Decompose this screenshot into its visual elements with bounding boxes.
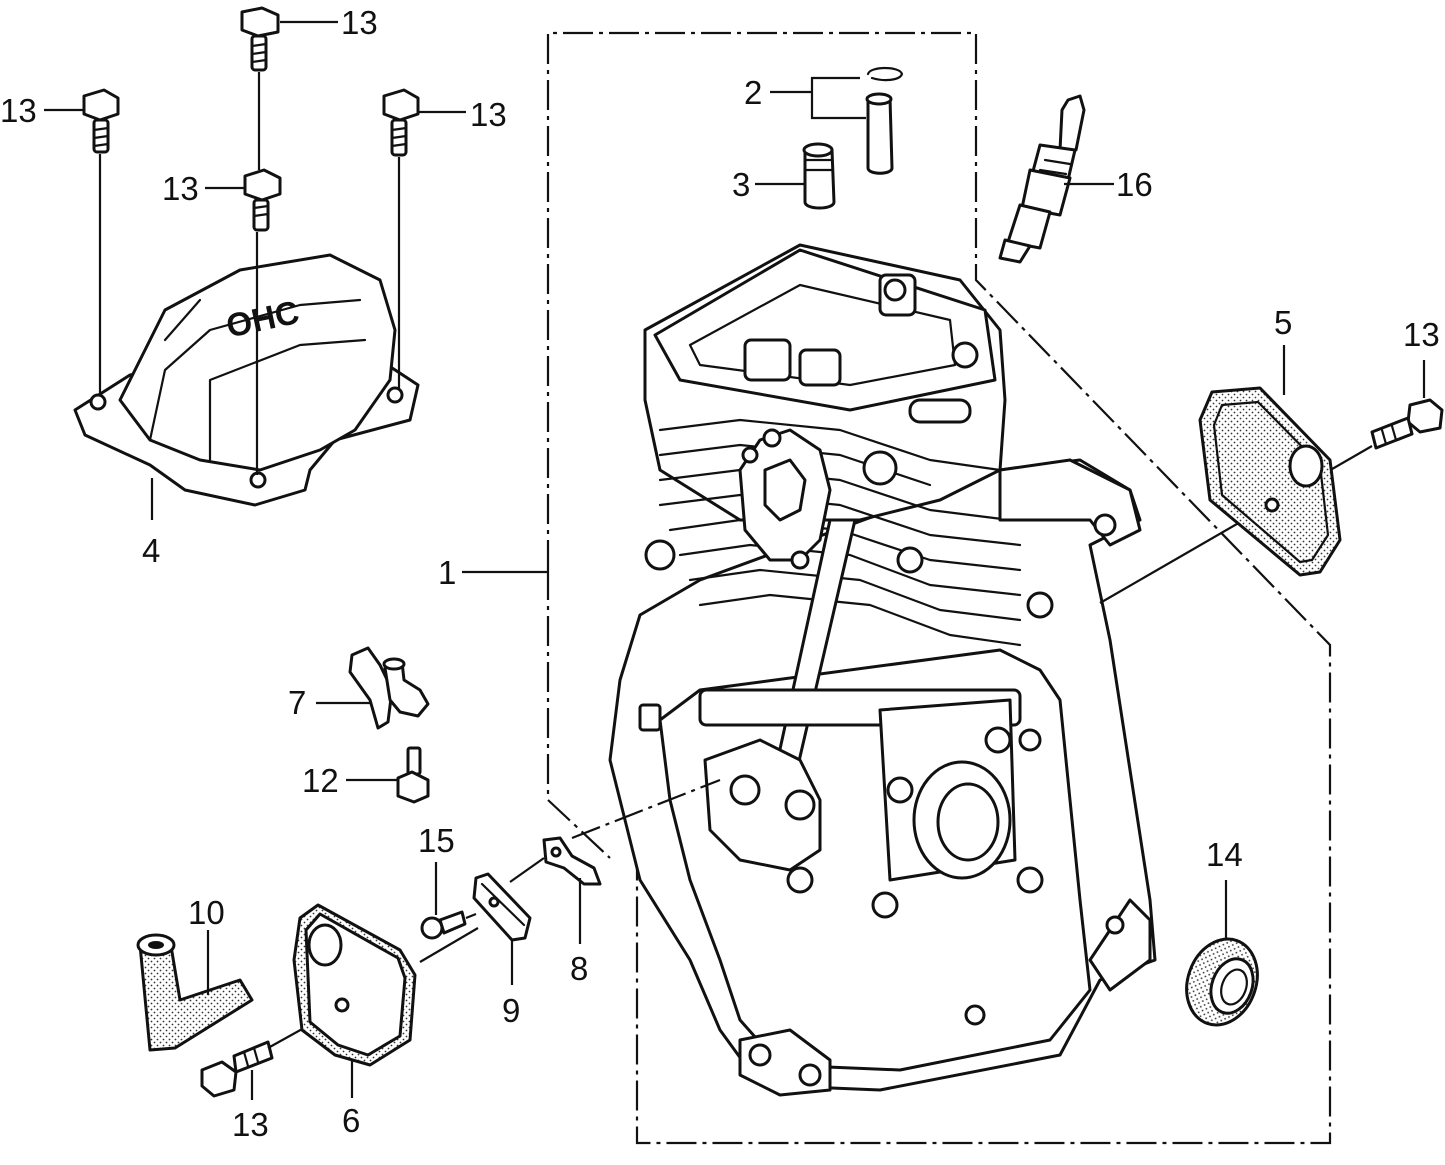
callout-13-top: 13 (341, 4, 378, 41)
callout-3: 3 (732, 166, 750, 203)
stopper-plate-8 (509, 778, 721, 944)
bolt-13-middle (205, 168, 282, 475)
callout-16: 16 (1116, 166, 1153, 203)
callout-13-right-top: 13 (470, 96, 507, 133)
callout-8: 8 (570, 950, 588, 987)
bolt-13-right-top (382, 88, 466, 390)
reed-plate-9 (472, 872, 532, 985)
callout-10: 10 (188, 894, 225, 931)
crankcase-cylinder-block (608, 243, 1157, 1097)
callout-1: 1 (438, 554, 456, 591)
bolt-13-left (44, 88, 120, 395)
gasket-5 (1198, 345, 1342, 577)
bolt-13-bottom (200, 1007, 341, 1100)
callout-2: 2 (744, 74, 762, 111)
callout-13-right: 13 (1403, 316, 1440, 353)
callout-13-middle: 13 (162, 170, 199, 207)
bolt-13-top (240, 6, 338, 170)
screw-15 (420, 862, 477, 940)
callout-15: 15 (418, 822, 455, 859)
valve-guide-and-clip (770, 66, 904, 175)
spark-plug (998, 94, 1114, 264)
callout-13-left: 13 (0, 92, 37, 129)
breather-tube-10 (136, 930, 254, 1052)
valve-cover: OHC (73, 253, 420, 507)
callout-12: 12 (302, 762, 339, 799)
governor-arm-7 (316, 646, 430, 730)
crankcase-assembly-bracket (462, 31, 1332, 1145)
callout-6: 6 (342, 1102, 360, 1139)
breather-cover-6 (292, 903, 479, 1098)
valve-stem-seal (755, 142, 836, 210)
callout-labels: 13 13 13 13 13 13 1 2 3 4 5 6 7 8 9 10 1… (0, 4, 1440, 1143)
oil-seal-14 (1185, 880, 1259, 1027)
callout-7: 7 (288, 684, 306, 721)
bolt-12 (346, 746, 430, 804)
callout-13-bottom: 13 (232, 1106, 269, 1143)
callout-9: 9 (502, 992, 520, 1029)
callout-4: 4 (142, 532, 160, 569)
callout-14: 14 (1206, 836, 1243, 873)
callout-5: 5 (1274, 304, 1292, 341)
